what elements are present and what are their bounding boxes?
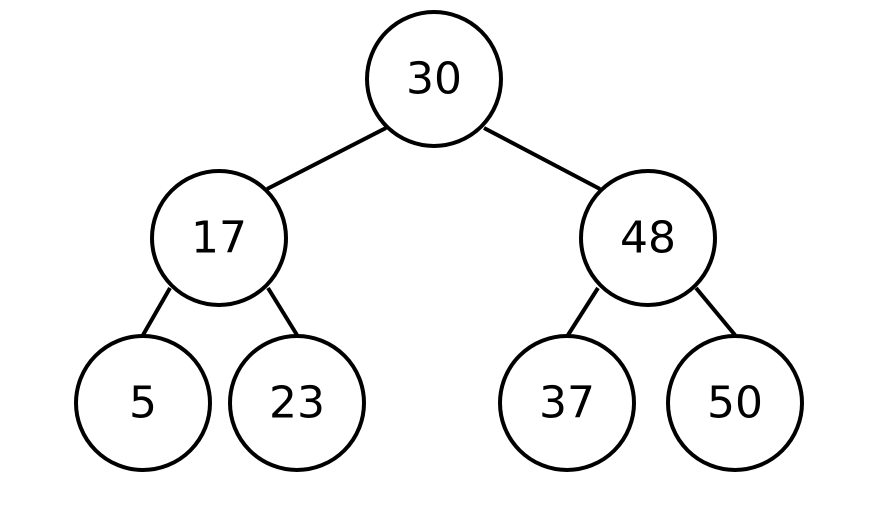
edge-48-37	[566, 286, 600, 337]
edge-17-23	[266, 286, 299, 337]
tree-node-left: 17	[150, 169, 288, 307]
tree-edges	[141, 126, 737, 337]
tree-node-right-left: 37	[498, 334, 636, 472]
node-label: 17	[191, 213, 247, 264]
tree-node-right: 48	[579, 169, 717, 307]
tree-node-left-right: 23	[228, 334, 366, 472]
node-label: 48	[620, 213, 676, 264]
node-label: 50	[707, 378, 763, 429]
node-circle	[365, 10, 503, 148]
node-label: 5	[129, 378, 157, 429]
node-circle	[666, 334, 804, 472]
node-circle	[150, 169, 288, 307]
tree-nodes: 30 17 48 5 23 37 50	[74, 10, 804, 472]
node-circle	[498, 334, 636, 472]
node-label: 23	[269, 378, 325, 429]
tree-node-left-left: 5	[74, 334, 212, 472]
edge-30-48	[483, 126, 601, 191]
node-circle	[74, 334, 212, 472]
tree-node-right-right: 50	[666, 334, 804, 472]
edge-17-5	[141, 287, 172, 336]
node-circle	[579, 169, 717, 307]
edge-30-17	[266, 126, 387, 191]
node-label: 37	[539, 378, 595, 429]
tree-node-root: 30	[365, 10, 503, 148]
node-circle	[228, 334, 366, 472]
edge-48-50	[694, 286, 737, 337]
node-label: 30	[406, 54, 462, 105]
